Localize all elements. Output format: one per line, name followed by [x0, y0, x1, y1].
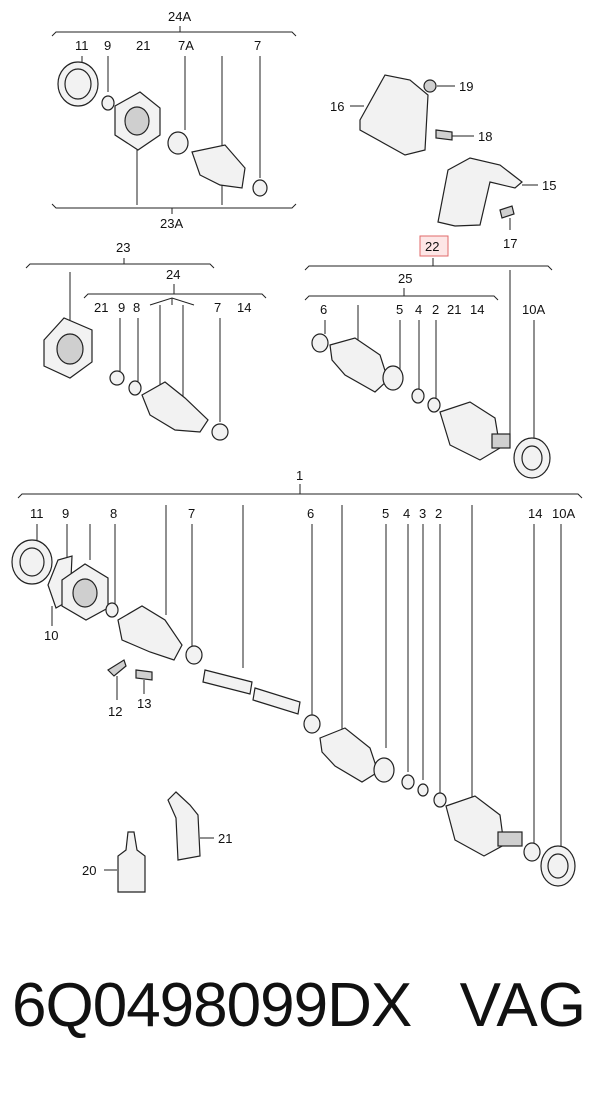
label-16: 16	[330, 99, 344, 114]
label-2-mid: 2	[432, 302, 439, 317]
grease-tube-21	[167, 791, 201, 861]
label-21-right: 21	[447, 302, 461, 317]
boot-top	[191, 144, 246, 189]
label-5-bottom: 5	[382, 506, 389, 521]
shield-15	[437, 157, 523, 227]
label-22: 22	[425, 239, 439, 254]
label-14-bottom: 14	[528, 506, 542, 521]
boot-outer	[319, 727, 379, 783]
part-number: 6Q0498099DX	[12, 971, 412, 1040]
ring-4-mid	[411, 388, 425, 404]
exploded-parts-diagram: 24A 11 9 21 7A 7 23A 16	[11, 9, 583, 893]
label-7A: 7A	[178, 38, 194, 53]
ring-8-bottom	[105, 602, 119, 618]
nut-14	[523, 842, 541, 862]
label-21-top: 21	[136, 38, 150, 53]
boot-25	[329, 337, 389, 393]
boot-flange-24	[141, 381, 209, 433]
outer-joint-mid	[439, 401, 501, 461]
ring-9-mid	[109, 370, 125, 386]
clamp-6-mid	[311, 333, 329, 353]
group-22-25: 22 25 6 5 4 2 21 14 10A	[304, 235, 553, 479]
label-9-top: 9	[104, 38, 111, 53]
clamp-7A	[167, 131, 189, 155]
ring-2-bottom	[433, 792, 447, 808]
bolt-17	[499, 205, 515, 219]
label-1: 1	[296, 468, 303, 483]
label-19: 19	[459, 79, 473, 94]
clamp-7-mid	[211, 423, 229, 441]
clip-12	[107, 659, 127, 677]
sealant-bottle-20	[117, 831, 146, 893]
label-5-mid: 5	[396, 302, 403, 317]
brand-name: VAG	[459, 971, 586, 1040]
label-7-mid: 7	[214, 300, 221, 315]
label-3-bottom: 3	[419, 506, 426, 521]
ring-4-bottom	[401, 774, 415, 790]
ring-2-mid	[427, 397, 441, 413]
heat-shield-group: 16 19 18 15 17	[330, 74, 556, 251]
label-6-mid: 6	[320, 302, 327, 317]
clamp-5-bottom	[373, 757, 395, 783]
clamp-7-top	[252, 179, 268, 197]
label-17: 17	[503, 236, 517, 251]
clamp-6-bottom	[303, 714, 321, 734]
group-1: 1 11 9 8 7 6 5 4 3 2 14 10A 10	[11, 468, 583, 893]
nut-19	[423, 79, 437, 93]
label-11-bottom: 11	[30, 506, 44, 521]
label-6-bottom: 6	[307, 506, 314, 521]
label-20: 20	[82, 863, 96, 878]
ring-9-top	[101, 95, 115, 111]
ring-8-mid	[128, 380, 142, 396]
label-4-bottom: 4	[403, 506, 410, 521]
boot-inner	[117, 605, 183, 661]
label-8-mid: 8	[133, 300, 140, 315]
label-4-mid: 4	[415, 302, 422, 317]
label-21-bottom: 21	[218, 831, 232, 846]
label-11-top: 11	[75, 38, 89, 53]
label-10: 10	[44, 628, 58, 643]
label-10A-mid: 10A	[522, 302, 545, 317]
label-21-mid: 21	[94, 300, 108, 315]
label-14-right: 14	[470, 302, 484, 317]
clamp-7-bottom	[185, 645, 203, 665]
label-25: 25	[398, 271, 412, 286]
label-10A-bottom: 10A	[552, 506, 575, 521]
shaft-left	[202, 669, 253, 695]
label-24A: 24A	[168, 9, 191, 24]
label-13: 13	[137, 696, 151, 711]
ring-3-bottom	[417, 783, 429, 797]
label-7-bottom: 7	[188, 506, 195, 521]
label-23A: 23A	[160, 216, 183, 231]
shield-16	[359, 74, 429, 156]
clamp-5-mid	[382, 365, 404, 391]
label-14-mid: 14	[237, 300, 251, 315]
outer-joint-bottom	[445, 795, 505, 857]
label-2-bottom: 2	[435, 506, 442, 521]
label-24: 24	[166, 267, 180, 282]
label-9-mid: 9	[118, 300, 125, 315]
bolt-18	[435, 129, 453, 141]
bolt-13	[135, 669, 153, 681]
label-23: 23	[116, 240, 130, 255]
group-24A: 24A 11 9 21 7A 7 23A	[51, 9, 297, 231]
label-8-bottom: 8	[110, 506, 117, 521]
group-23-24: 23 24 21 9 8 7 14	[25, 240, 267, 441]
highlight-22	[419, 235, 449, 257]
label-7-top: 7	[254, 38, 261, 53]
label-15: 15	[542, 178, 556, 193]
label-18: 18	[478, 129, 492, 144]
shaft-right	[252, 687, 301, 715]
label-12: 12	[108, 704, 122, 719]
label-9-bottom: 9	[62, 506, 69, 521]
